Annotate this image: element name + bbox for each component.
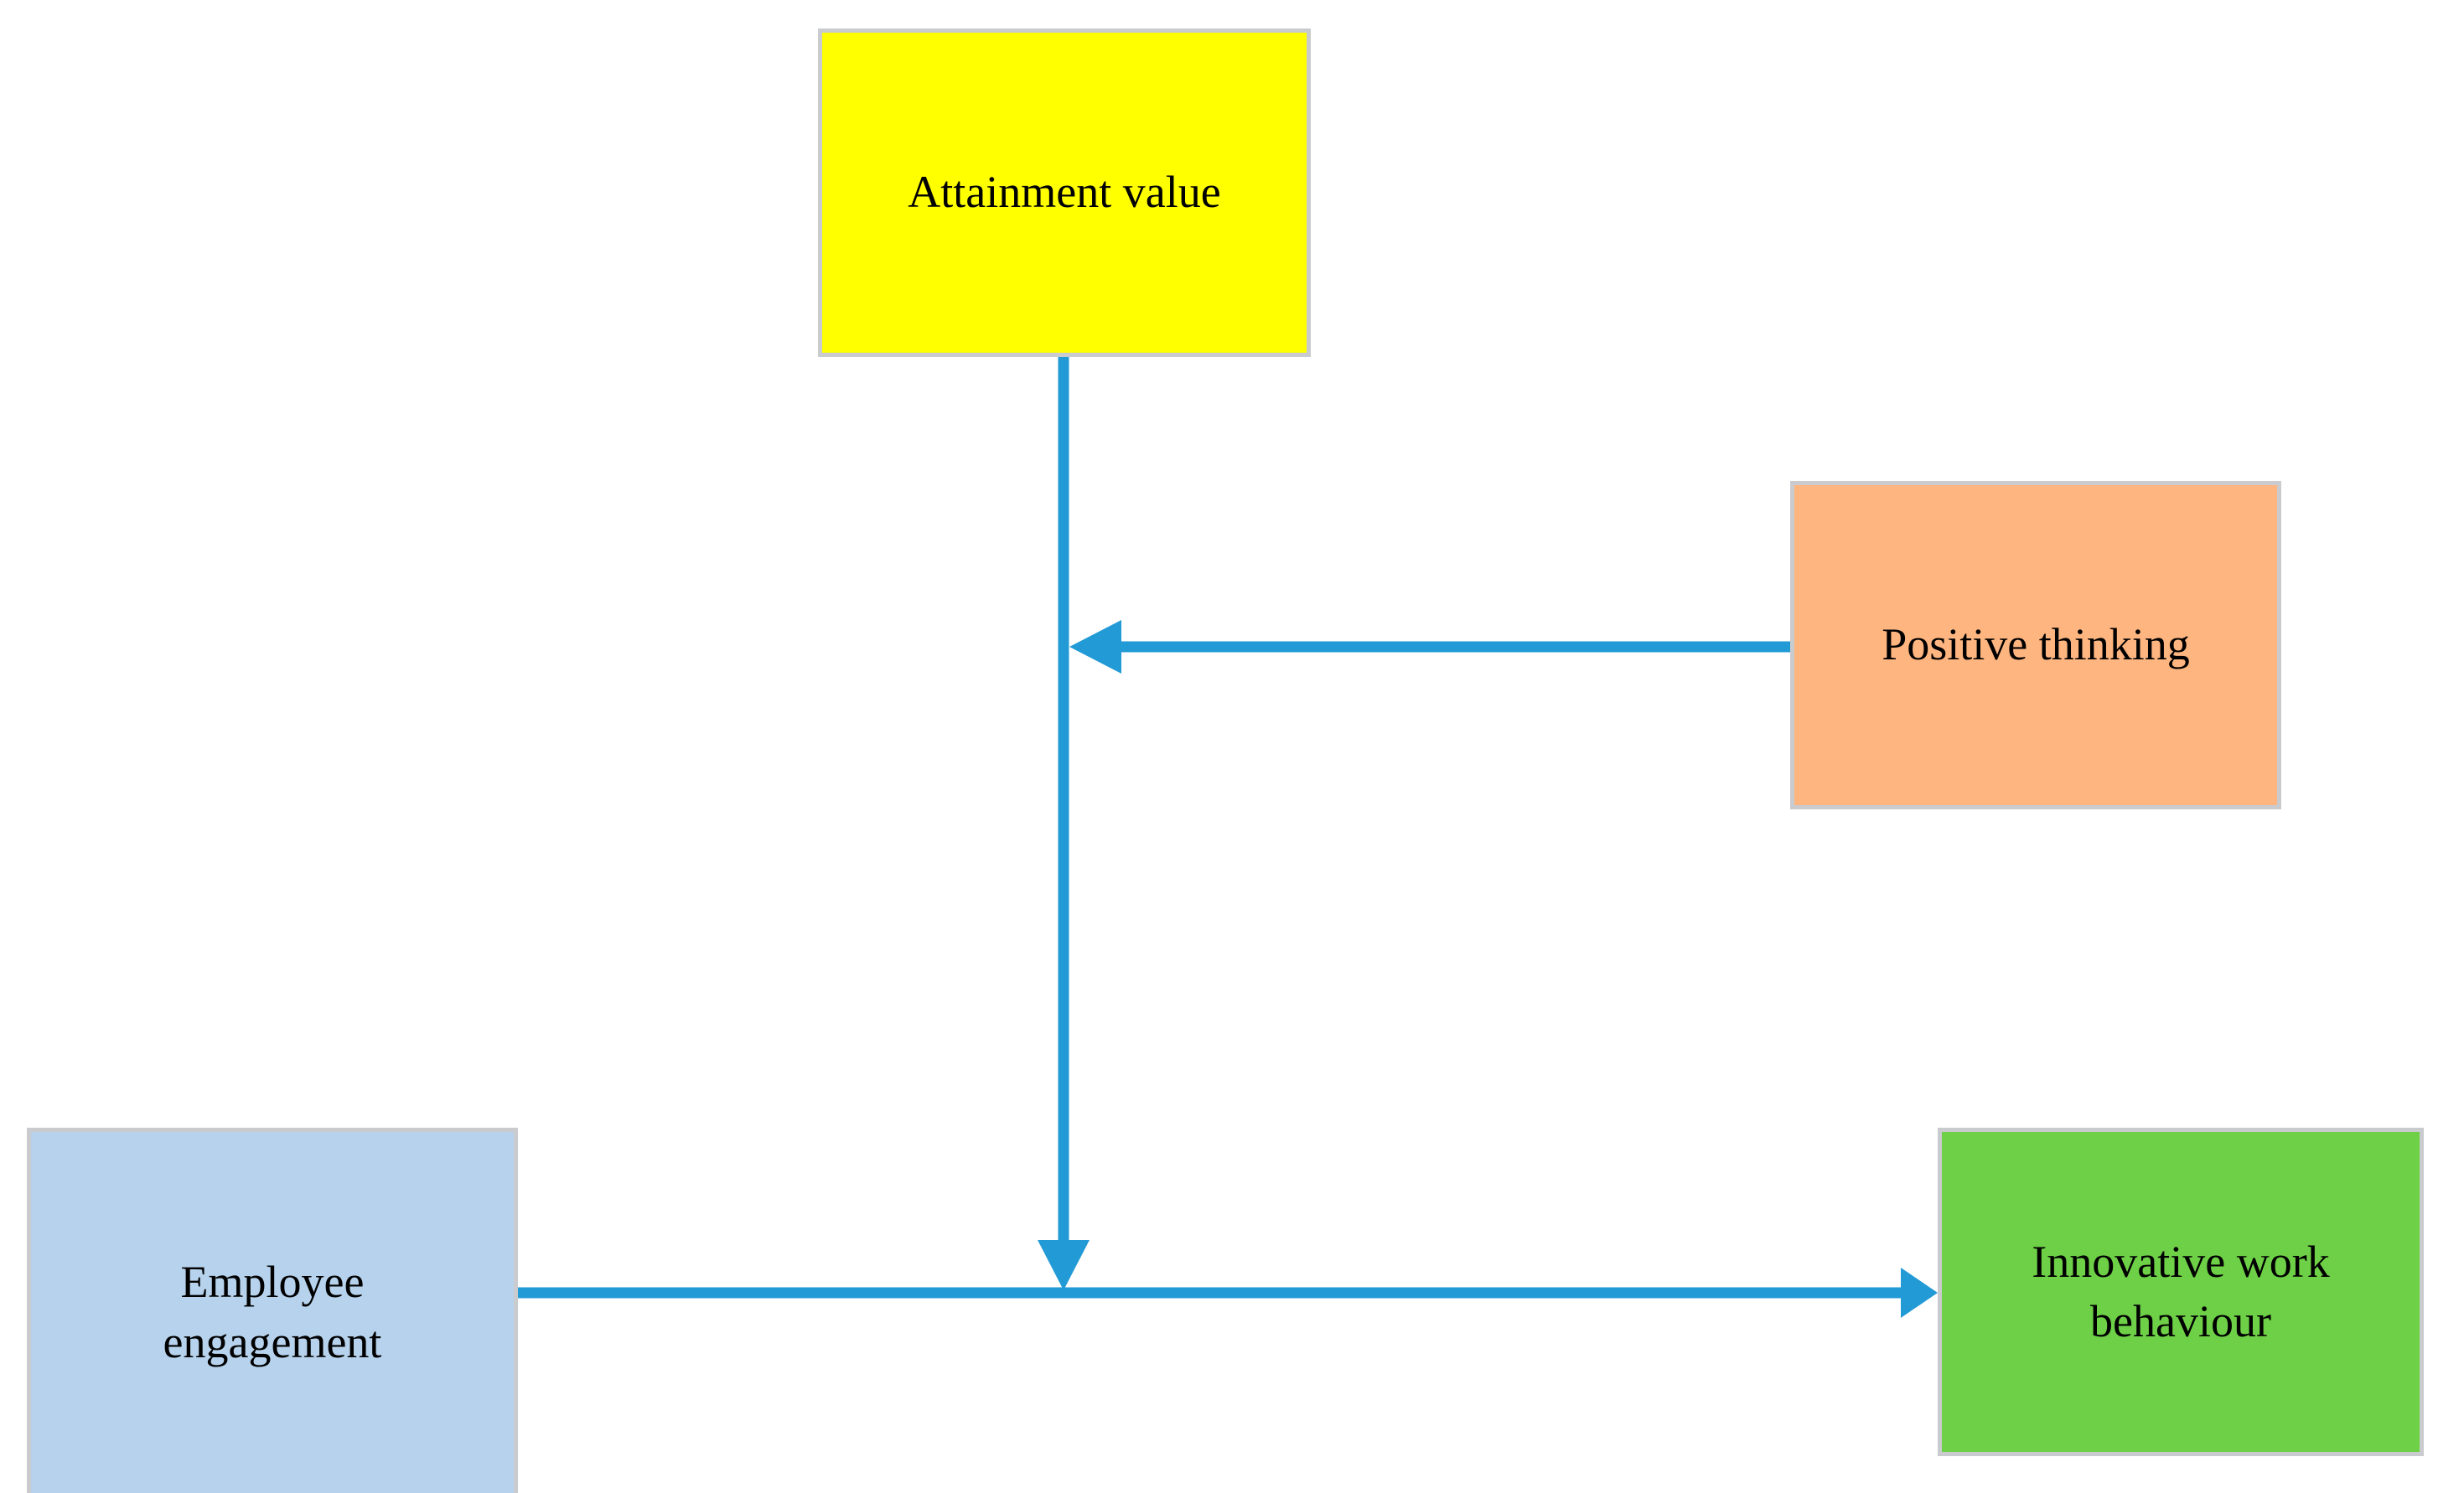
node-innovative-work-behaviour-label: Innovative work behaviour <box>1942 1232 2420 1352</box>
node-attainment-value[interactable]: Attainment value <box>818 28 1311 357</box>
node-attainment-value-label: Attainment value <box>908 167 1221 218</box>
node-innovative-work-behaviour-label-line2: behaviour <box>2090 1296 2271 1346</box>
arrow-attainment-value-down <box>1038 355 1090 1290</box>
arrow-positive-thinking-left-head <box>1069 620 1121 674</box>
node-innovative-work-behaviour[interactable]: Innovative work behaviour <box>1938 1128 2424 1456</box>
node-employee-engagement[interactable]: Employee engagement <box>27 1128 518 1493</box>
node-employee-engagement-label-line2: engagement <box>163 1316 382 1367</box>
node-positive-thinking[interactable]: Positive thinking <box>1790 481 2281 809</box>
arrow-attainment-value-down-head <box>1038 1240 1090 1290</box>
node-employee-engagement-label-line1: Employee <box>180 1257 365 1308</box>
node-positive-thinking-label: Positive thinking <box>1882 619 2190 670</box>
arrow-engagement-to-behaviour <box>516 1268 1938 1318</box>
arrow-engagement-to-behaviour-head <box>1901 1268 1938 1318</box>
arrow-positive-thinking-left <box>1069 620 1790 674</box>
node-employee-engagement-label: Employee engagement <box>31 1253 514 1372</box>
node-innovative-work-behaviour-label-line1: Innovative work <box>2032 1236 2330 1287</box>
